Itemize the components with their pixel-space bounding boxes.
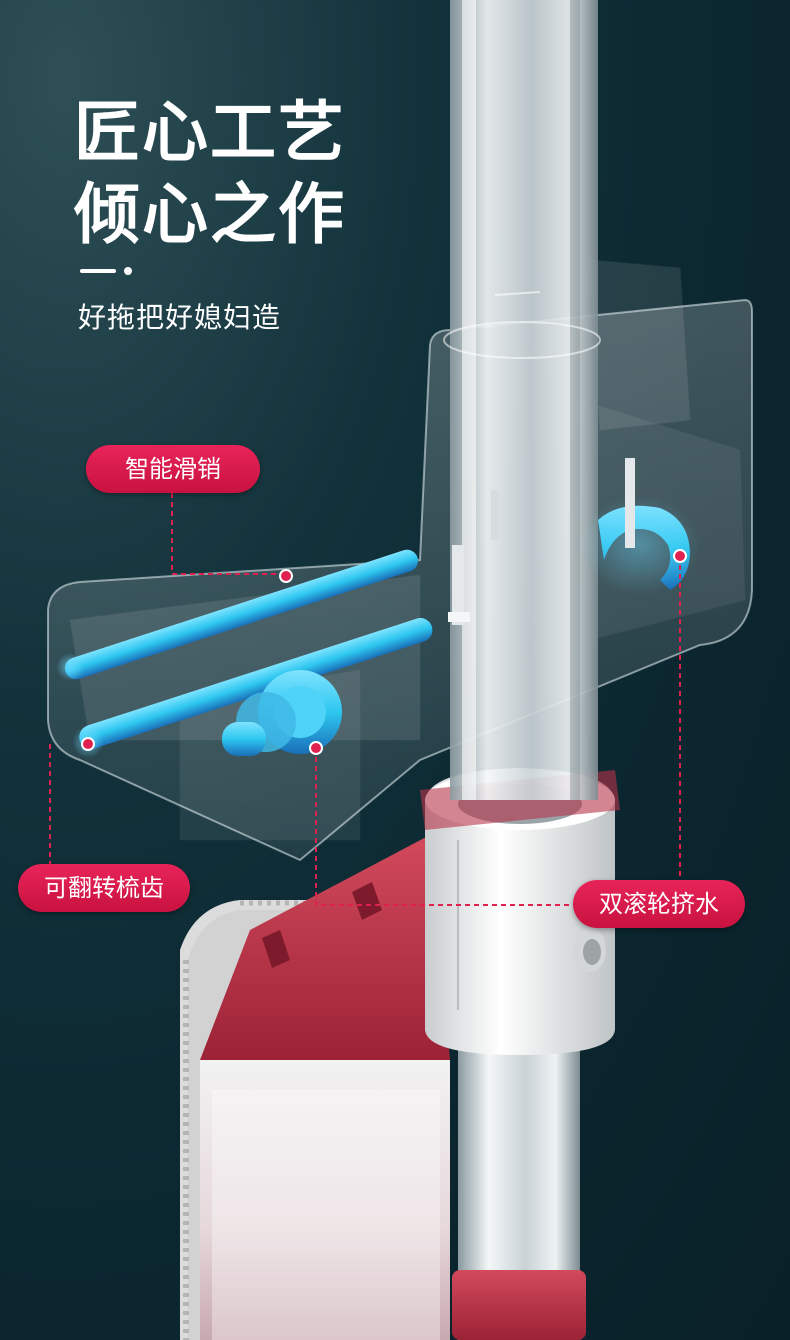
headline-line-2: 倾心之作 bbox=[74, 176, 346, 253]
callout-flip-comb: 可翻转梳齿 bbox=[18, 864, 190, 912]
subtitle: 好拖把好媳妇造 bbox=[78, 301, 282, 334]
decorative-dash bbox=[80, 269, 116, 273]
callout-double-roller: 双滚轮挤水 bbox=[573, 880, 745, 928]
decorative-dot bbox=[124, 267, 132, 275]
headline-line-1: 匠心工艺 bbox=[74, 94, 346, 171]
callout-smart-pin: 智能滑销 bbox=[86, 445, 260, 493]
headline: 匠心工艺 倾心之作 bbox=[74, 92, 394, 256]
